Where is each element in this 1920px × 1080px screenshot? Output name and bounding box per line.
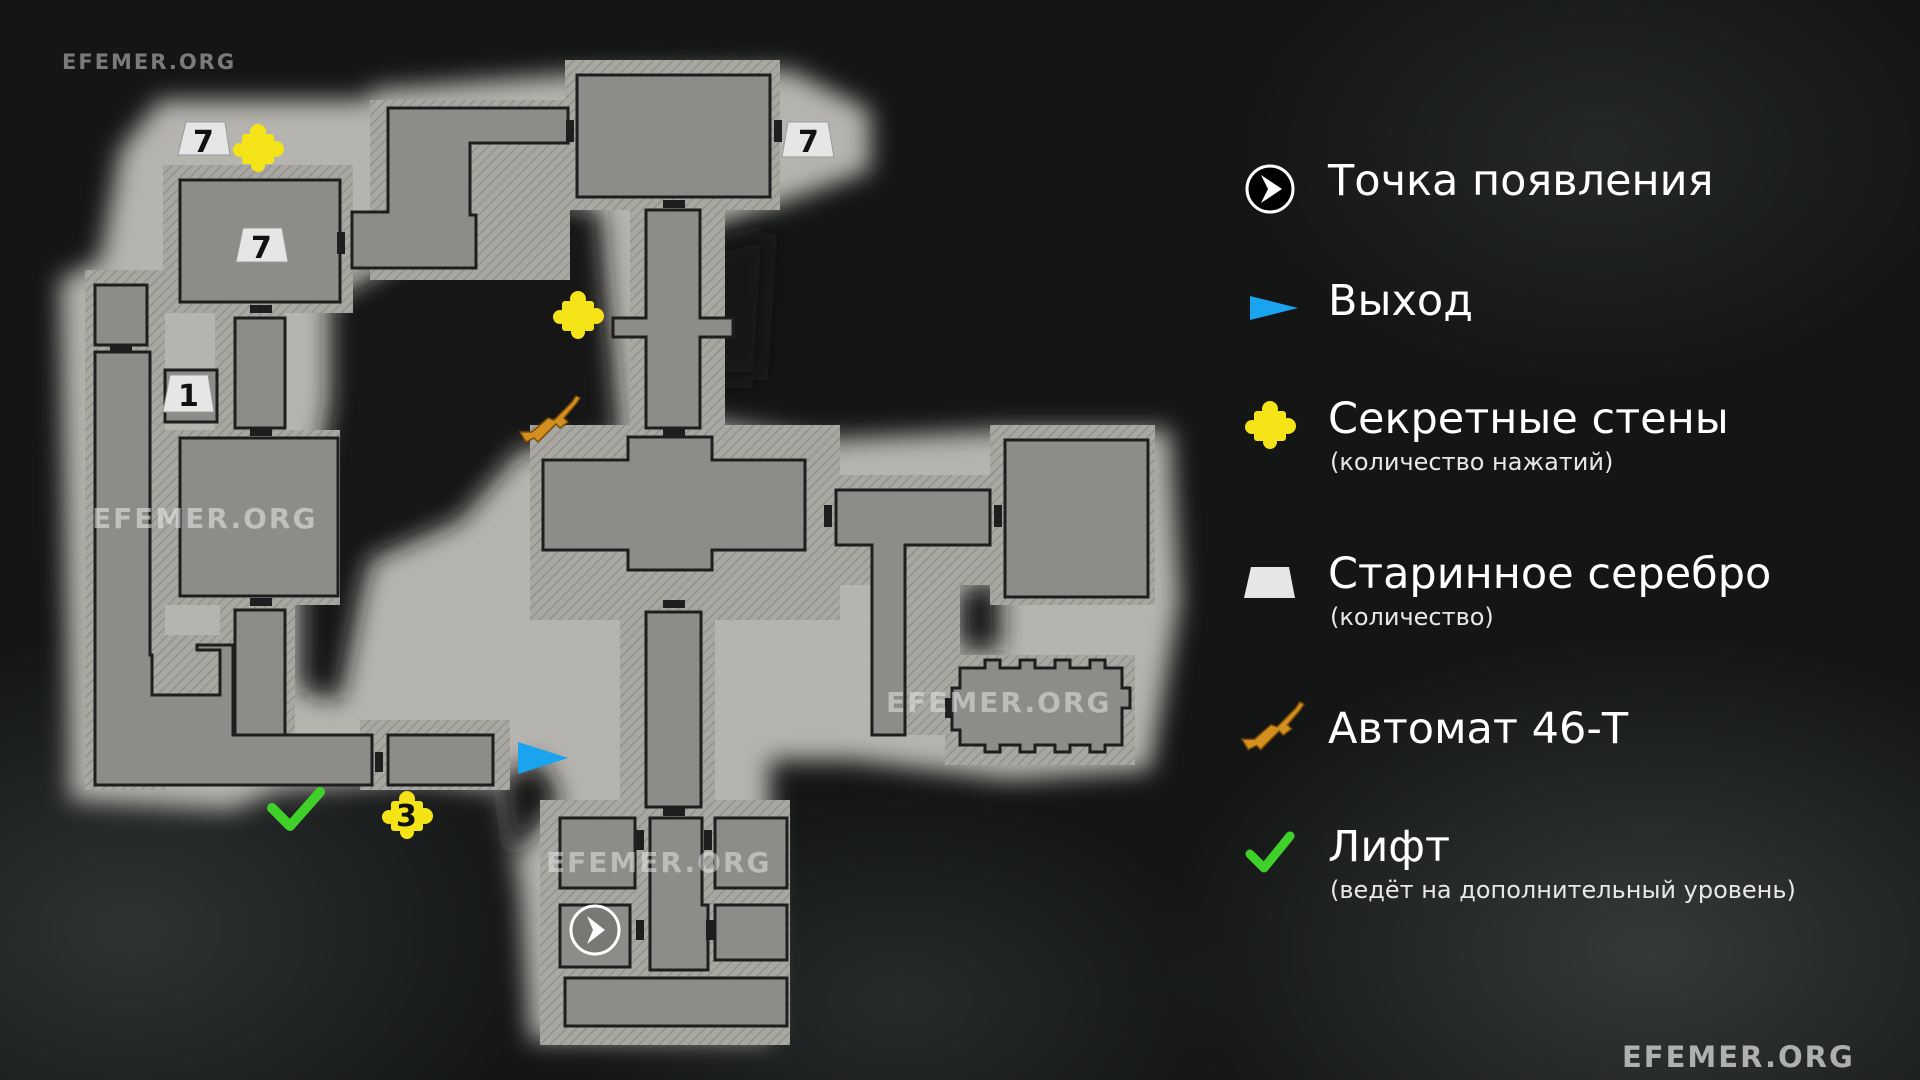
secret-wall-count: 3: [396, 799, 417, 834]
room-west-narrow: [233, 316, 287, 430]
room-west-mid: [233, 608, 287, 737]
room-sw-corridor: [386, 733, 495, 787]
legend-secret-title: Секретные стены: [1328, 394, 1729, 444]
legend-spawn-title: Точка появления: [1328, 156, 1714, 206]
legend-lift: Лифт (ведёт на дополнительный уровень): [1240, 816, 1910, 904]
room-north-corridor: [611, 208, 735, 430]
room-east: [1003, 438, 1150, 599]
legend-weapon-title: Автомат 46-Т: [1328, 704, 1629, 754]
exit-arrow-icon: [518, 742, 568, 774]
room-teeth: [950, 658, 1132, 754]
rifle-icon: [1241, 701, 1305, 751]
spawn-icon: [1245, 164, 1295, 214]
exit-arrow-icon: [1250, 296, 1298, 320]
silver-bar-icon: [1244, 567, 1295, 598]
legend-secret: Секретные стены (количество нажатий): [1240, 388, 1910, 476]
silver-count: 1: [178, 379, 199, 414]
silver-bar-marker: 7: [177, 121, 231, 160]
silver-count: 7: [798, 125, 819, 160]
room-s4: [713, 903, 789, 962]
silver-bar-marker: 7: [235, 227, 289, 266]
legend-exit-title: Выход: [1328, 276, 1473, 326]
checkmark-icon: [267, 787, 325, 831]
watermark: EFEMER.ORG: [886, 686, 1112, 719]
room-east-hall: [834, 488, 992, 737]
watermark: EFEMER.ORG: [1622, 1040, 1855, 1074]
room-sw-left: [93, 283, 149, 347]
silver-bar-marker: 7: [781, 121, 835, 160]
silver-bar-marker: 1: [162, 374, 215, 414]
map-rooms: [93, 73, 1150, 1028]
room-south-stem: [648, 816, 710, 972]
watermark: EFEMER.ORG: [62, 50, 237, 74]
silver-count: 7: [193, 125, 214, 160]
legend-lift-subtitle: (ведёт на дополнительный уровень): [1330, 876, 1796, 904]
room-west-big: [178, 436, 340, 598]
legend-spawn: Точка появления: [1240, 150, 1910, 230]
watermark: EFEMER.ORG: [92, 502, 318, 535]
silver-count: 7: [251, 231, 272, 266]
legend-silver-title: Старинное серебро: [1328, 549, 1772, 599]
room-south-corridor: [644, 610, 703, 809]
legend-weapon: Автомат 46-Т: [1240, 698, 1910, 778]
map-doors: [110, 120, 1002, 940]
room-north: [575, 73, 772, 199]
room-s2: [713, 816, 789, 890]
room-west-long: [93, 350, 374, 787]
legend-lift-title: Лифт: [1328, 822, 1451, 872]
room-center: [541, 435, 807, 572]
watermark: EFEMER.ORG: [546, 846, 772, 879]
legend-secret-subtitle: (количество нажатий): [1330, 448, 1614, 476]
legend-silver: Старинное серебро (количество): [1240, 543, 1910, 631]
checkmark-icon: [1245, 831, 1295, 873]
room-s1: [558, 816, 637, 890]
legend-exit: Выход: [1240, 270, 1910, 350]
legend-silver-subtitle: (количество): [1330, 603, 1494, 631]
spawn-icon: [569, 904, 621, 956]
room-s5: [563, 976, 789, 1028]
puzzle-icon: [1245, 401, 1296, 449]
